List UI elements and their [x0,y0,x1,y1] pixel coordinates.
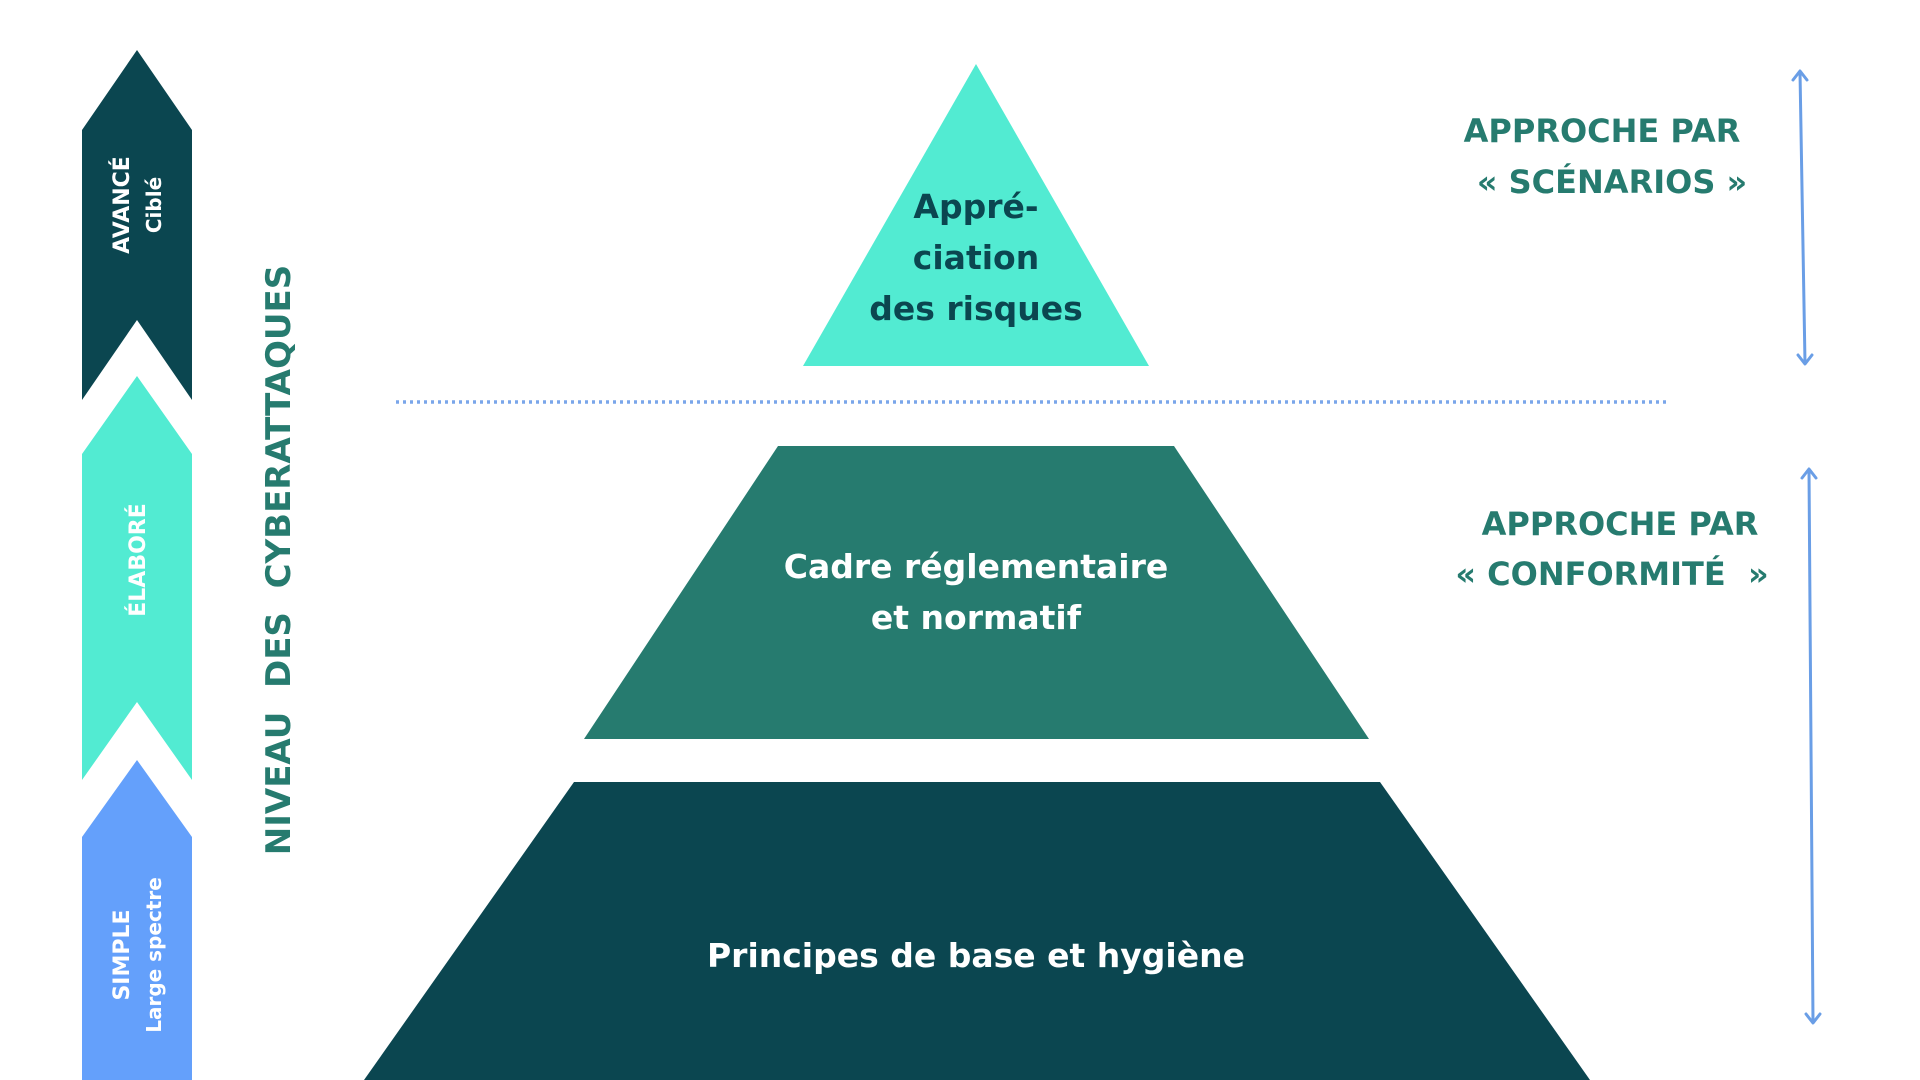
scenarios-range-arrow [1791,69,1814,366]
pyramid-bottom-line-1: Principes de base et hygiène [707,936,1245,975]
pyramid-top-line-2: ciation [913,238,1039,277]
pyramid-tier-middle [584,446,1369,739]
pyramid: Appré- ciation des risques Cadre régleme… [364,64,1590,1080]
pyramid-top-line-1: Appré- [913,187,1038,226]
level-advanced-label: AVANCÉ [109,156,135,254]
axis-label: NIVEAU DES CYBERATTAQUES [259,265,299,855]
scenarios-range-head-bottom [1796,353,1814,366]
conformite-range-arrow [1800,467,1822,1025]
scenarios-range-head-top [1791,69,1809,82]
conformite-range-head-bottom [1804,1012,1822,1025]
pyramid-tier-bottom [364,782,1590,1080]
approach-scenarios-line-1: APPROCHE PAR [1464,112,1741,150]
arrow-segment-avance [82,50,192,400]
level-simple-sublabel: Large spectre [142,877,166,1033]
pyramid-top-line-3: des risques [869,289,1083,328]
pyramid-middle-line-2: et normatif [871,598,1082,637]
level-simple-label: SIMPLE [110,909,135,1000]
approach-scenarios: APPROCHE PAR « SCÉNARIOS » [1464,112,1748,201]
approach-scenarios-line-2: « SCÉNARIOS » [1477,163,1747,201]
scenarios-range-shaft [1798,70,1807,365]
arrow-segment-simple [82,760,192,1080]
approach-conformite-line-1: APPROCHE PAR [1482,505,1759,543]
arrow-segment-elabore [82,376,192,780]
pyramid-middle-line-1: Cadre réglementaire [784,547,1169,586]
level-advanced-sublabel: Ciblé [142,177,166,233]
level-elabore-label: ÉLABORÉ [125,503,151,617]
conformite-range-head-top [1800,467,1818,480]
pyramid-tier-top [803,64,1149,366]
attack-level-arrow: AVANCÉ Ciblé ÉLABORÉ SIMPLE Large spectr… [82,50,192,1080]
approach-conformite-line-2: « CONFORMITÉ » [1455,555,1768,593]
conformite-range-shaft [1807,468,1815,1024]
approach-conformite: APPROCHE PAR « CONFORMITÉ » [1455,505,1768,593]
